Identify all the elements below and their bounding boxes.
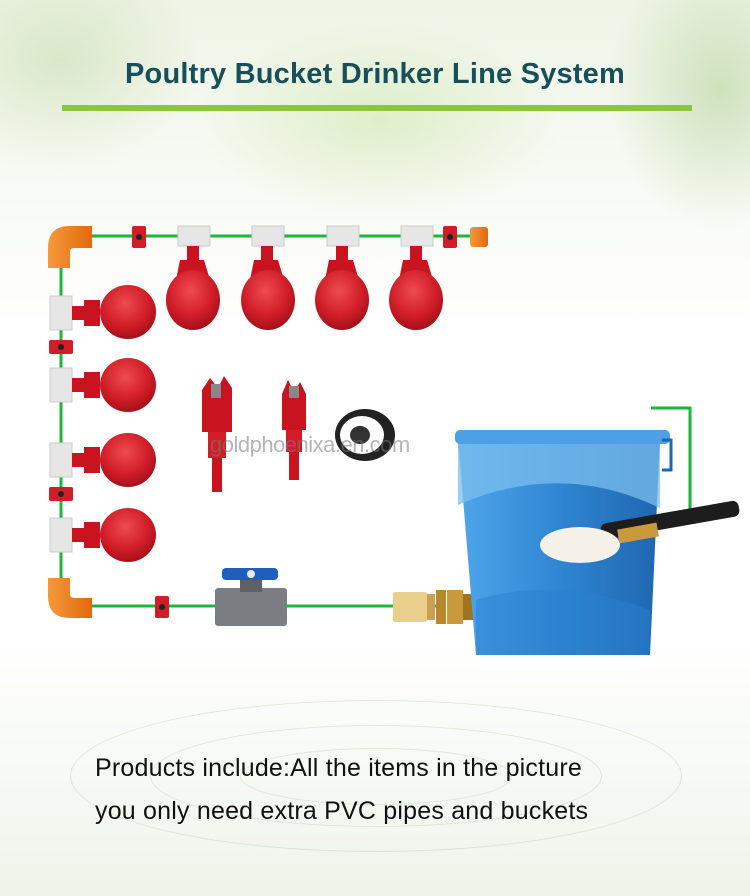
page-title: Poultry Bucket Drinker Line System <box>125 58 625 90</box>
water-ripple <box>240 748 512 805</box>
drinker-cup-icon <box>241 225 295 330</box>
drinker-cup-icon <box>49 433 156 487</box>
ball-valve-icon <box>215 568 287 626</box>
drinker-cup-icon <box>49 285 156 339</box>
pipe-clamp-icon <box>49 487 73 501</box>
pipe-clamp-icon <box>155 596 169 618</box>
pipe-clamp-icon <box>49 340 73 354</box>
water-ripple <box>150 725 602 827</box>
caption-line-1: Products include:All the items in the pi… <box>95 754 583 782</box>
float-valve-icon <box>540 500 740 563</box>
pipe-clamp-icon <box>132 226 146 248</box>
drinker-cup-icon <box>166 225 220 330</box>
drinker-cup-icon <box>315 225 369 330</box>
watermark: goldphoenixa.en.com <box>210 432 410 457</box>
drinker-cup-icon <box>389 225 443 330</box>
hole-saw-icon <box>202 376 232 492</box>
caption-line-2: you only need extra PVC pipes and bucket… <box>95 797 589 825</box>
end-cap-icon <box>470 227 488 247</box>
leaf-background <box>0 0 750 330</box>
pipe-clamp-icon <box>443 226 457 248</box>
drinker-cup-icon <box>49 358 156 412</box>
sealing-tape-icon <box>335 409 395 461</box>
elbow-fitting-icon <box>48 578 92 618</box>
title-underline <box>62 105 692 111</box>
hole-saw-icon <box>282 380 306 480</box>
water-ripple <box>70 700 682 852</box>
drinker-cup-icon <box>49 508 156 562</box>
bucket-connector-icon <box>393 590 475 624</box>
elbow-fitting-icon <box>48 226 92 268</box>
